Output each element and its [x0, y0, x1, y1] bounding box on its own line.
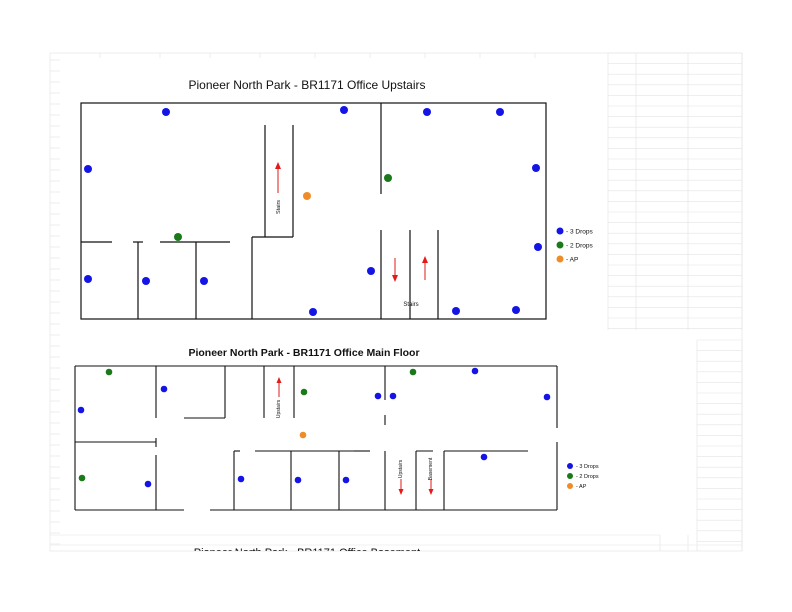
main-floor-markers	[77, 367, 551, 488]
three-drops-marker	[160, 385, 168, 393]
three-drops-marker	[77, 406, 85, 414]
three-drops-marker	[534, 243, 542, 251]
two-drops-marker	[174, 233, 182, 241]
two-drops-marker	[300, 388, 308, 396]
three-drops-marker	[84, 275, 92, 283]
three-drops-marker	[340, 106, 348, 114]
legend-ap-marker	[556, 255, 564, 263]
basement-title: Pioneer North Park - BR1171 Office Basem…	[194, 547, 420, 559]
upstairs-walls	[80, 102, 547, 320]
three-drops-marker	[480, 453, 488, 461]
two-drops-marker	[409, 368, 417, 376]
main-floor-title: Pioneer North Park - BR1171 Office Main …	[188, 347, 419, 359]
main-upstairs-label: Upstairs	[276, 399, 282, 418]
legend-3-drops-label: - 3 Drops	[576, 464, 599, 470]
three-drops-marker	[200, 277, 208, 285]
main-floor-arrows	[276, 377, 434, 495]
three-drops-marker	[374, 392, 382, 400]
upstairs-title: Pioneer North Park - BR1171 Office Upsta…	[189, 78, 426, 92]
arrow-up	[276, 377, 282, 397]
arrow-up	[275, 162, 281, 193]
legend-2-drops-marker	[567, 473, 573, 479]
legend-3-drops-marker	[556, 227, 564, 235]
upstairs-arrows	[275, 162, 428, 282]
legend-ap-label: - AP	[566, 257, 578, 264]
legend-ap-marker	[567, 483, 573, 489]
three-drops-marker	[144, 480, 152, 488]
arrow-up	[422, 256, 428, 280]
main-upstairs-label-2: Upstairs	[398, 459, 404, 478]
three-drops-marker	[543, 393, 551, 401]
two-drops-marker	[105, 368, 113, 376]
legend-2-drops-label: - 2 Drops	[576, 474, 599, 480]
main-floor-walls	[74, 365, 558, 511]
three-drops-marker	[142, 277, 150, 285]
main-floor-legend: - 3 Drops - 2 Drops - AP	[567, 463, 599, 490]
main-basement-label: Basement	[428, 457, 434, 480]
legend-3-drops-label: - 3 Drops	[566, 229, 593, 236]
three-drops-marker	[512, 306, 520, 314]
ap-marker	[303, 192, 311, 200]
arrow-down	[428, 479, 434, 495]
legend-3-drops-marker	[567, 463, 573, 469]
upstairs-markers	[84, 106, 542, 316]
three-drops-marker	[389, 392, 397, 400]
three-drops-marker	[309, 308, 317, 316]
legend-2-drops-label: - 2 Drops	[566, 243, 593, 250]
upstairs-legend: - 3 Drops - 2 Drops - AP	[556, 227, 593, 264]
three-drops-marker	[532, 164, 540, 172]
three-drops-marker	[471, 367, 479, 375]
arrow-down	[398, 479, 404, 495]
upstairs-stairs-label-vertical: Stairs	[276, 200, 282, 214]
three-drops-marker	[237, 475, 245, 483]
two-drops-marker	[78, 474, 86, 482]
legend-ap-label: - AP	[576, 484, 587, 490]
three-drops-marker	[423, 108, 431, 116]
three-drops-marker	[342, 476, 350, 484]
ap-marker	[299, 431, 307, 439]
arrow-down	[392, 258, 398, 282]
three-drops-marker	[452, 307, 460, 315]
three-drops-marker	[84, 165, 92, 173]
upstairs-stairs-label: Stairs	[403, 302, 418, 308]
legend-2-drops-marker	[556, 241, 564, 249]
three-drops-marker	[367, 267, 375, 275]
three-drops-marker	[294, 476, 302, 484]
three-drops-marker	[162, 108, 170, 116]
three-drops-marker	[496, 108, 504, 116]
spreadsheet-grid	[49, 52, 743, 552]
two-drops-marker	[384, 174, 392, 182]
